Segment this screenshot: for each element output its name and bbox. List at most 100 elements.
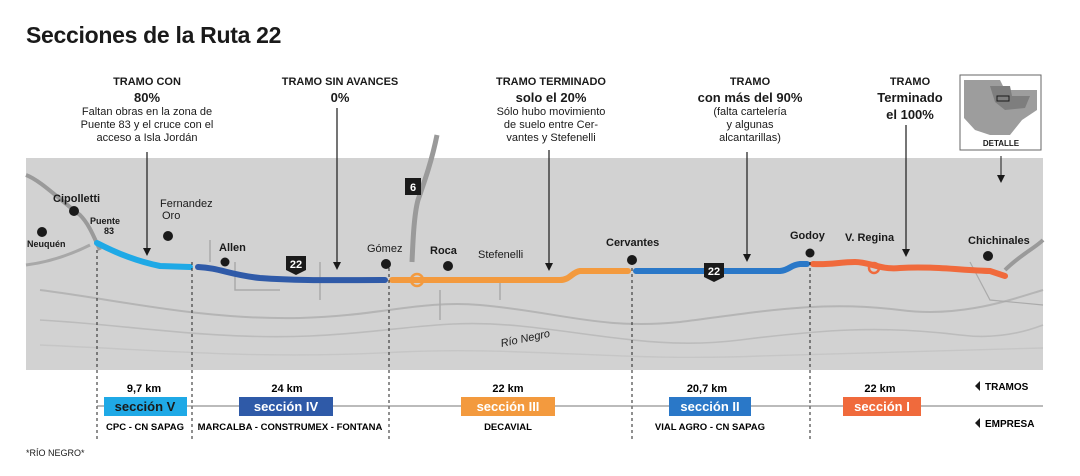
- label-cervantes: Cervantes: [606, 237, 659, 249]
- river-line: [39, 289, 1044, 325]
- highway-6: [409, 134, 440, 263]
- annotation-line: alcantarillas): [719, 132, 781, 144]
- section-v-company: CPC - CN SAPAG: [106, 422, 184, 433]
- annotation-percent: 0%: [330, 90, 350, 105]
- label-roca: Roca: [430, 245, 458, 257]
- secondary-road: [969, 261, 1044, 306]
- section-iii-company: DECAVIAL: [484, 422, 532, 433]
- route-section-i: [810, 258, 1008, 279]
- highway-shield-6: 6: [405, 178, 421, 195]
- section-iv-label: sección IV: [254, 399, 319, 414]
- river-line: [39, 319, 1044, 344]
- route-section-v: [94, 240, 193, 270]
- section-i-km: 22 km: [864, 383, 895, 395]
- label-chichinales: Chichinales: [968, 235, 1030, 247]
- detail-inset: DETALLE: [959, 74, 1042, 183]
- dot-fernandez-oro: [163, 231, 173, 241]
- dot-cipolletti: [69, 206, 79, 216]
- annotation-header: TRAMO CON: [113, 76, 181, 88]
- legend-tramos-arrow: [975, 381, 980, 391]
- legend-empresa-arrow: [975, 418, 980, 428]
- section-i-badge: [843, 397, 921, 416]
- route-shield-22: 22: [704, 263, 724, 282]
- section-table: 9,7 km 24 km 22 km 20,7 km 22 km sección…: [104, 381, 1034, 433]
- section-iii-label: sección III: [477, 399, 540, 414]
- section-iv-badge: [239, 397, 333, 416]
- secondary-road: [25, 243, 91, 267]
- legend-tramos: TRAMOS: [985, 382, 1029, 393]
- annotation-percent: con más del 90%: [697, 90, 803, 105]
- secondary-road: [1003, 238, 1045, 272]
- annotation-line: Puente 83 y el cruce con el: [80, 119, 214, 131]
- annotation-header: TRAMO TERMINADO: [496, 76, 606, 88]
- dot-chichinales: [983, 251, 993, 261]
- label-stefenelli: Stefenelli: [478, 249, 523, 261]
- river-line: [39, 344, 1044, 359]
- annotation-line: y algunas: [726, 119, 774, 131]
- dot-godoy: [805, 248, 815, 258]
- page-title: Secciones de la Ruta 22: [26, 22, 282, 48]
- dot-neuquen: [37, 227, 47, 237]
- annotation-section-ii: TRAMO con más del 90% (falta cartelería …: [650, 76, 850, 145]
- dot-roca: [443, 261, 453, 271]
- section-ii-company: VIAL AGRO - CN SAPAG: [655, 422, 765, 433]
- annotation-header: TRAMO: [889, 76, 931, 88]
- route-section-iv: [195, 264, 388, 284]
- label-puente-83-num: 83: [104, 226, 114, 236]
- annotation-percent: solo el 20%: [515, 90, 587, 105]
- svg-text:22: 22: [708, 266, 720, 278]
- annotation-line: acceso a Isla Jordán: [96, 132, 198, 144]
- annotation-line: vantes y Stefenelli: [506, 132, 596, 144]
- section-ii-km: 20,7 km: [687, 383, 728, 395]
- label-allen: Allen: [219, 242, 246, 254]
- detail-label: DETALLE: [983, 139, 1020, 148]
- annotation-section-i: TRAMO Terminado el 100%: [810, 76, 1010, 123]
- annotation-line: (falta cartelería: [713, 106, 787, 118]
- section-i-label: sección I: [854, 399, 910, 414]
- footnote: *RÍO NEGRO*: [26, 448, 85, 458]
- interchange-marker: [867, 261, 881, 275]
- section-iii-km: 22 km: [492, 383, 523, 395]
- town-dots: [37, 206, 993, 271]
- annotation-percent: Terminado: [877, 90, 943, 105]
- annotation-percent: 80%: [133, 90, 161, 105]
- svg-text:22: 22: [290, 259, 302, 271]
- section-v-km: 9,7 km: [127, 383, 161, 395]
- label-fernandez-oro: Fernandez: [160, 198, 213, 210]
- annotation-percent-2: el 100%: [886, 107, 934, 122]
- route-shield-22: 22: [286, 256, 306, 275]
- annotation-section-v: TRAMO CON 80% Faltan obras en la zona de…: [47, 76, 247, 145]
- annotation-header: TRAMO: [729, 76, 771, 88]
- section-v-label: sección V: [115, 399, 176, 414]
- annotation-section-iii: TRAMO TERMINADO solo el 20% Sólo hubo mo…: [451, 76, 651, 145]
- section-iv-km: 24 km: [271, 383, 302, 395]
- section-ii-badge: [669, 397, 751, 416]
- annotation-line: de suelo entre Cer-: [503, 119, 599, 131]
- section-dividers: [96, 250, 811, 440]
- annotation-section-iv: TRAMO SIN AVANCES 0%: [240, 76, 440, 106]
- section-v-badge: [104, 397, 187, 416]
- label-puente-83: Puente: [90, 216, 120, 226]
- label-gomez: Gómez: [367, 243, 402, 255]
- dot-gomez: [381, 259, 391, 269]
- label-cipolletti: Cipolletti: [53, 193, 100, 205]
- label-godoy: Godoy: [790, 230, 826, 242]
- callout-arrows: [143, 108, 910, 271]
- label-neuquen: Neuquén: [27, 239, 66, 249]
- label-fernandez-oro-2: Oro: [162, 210, 180, 222]
- secondary-road: [25, 173, 102, 251]
- svg-text:6: 6: [410, 182, 416, 194]
- route-section-iii: [389, 268, 631, 283]
- route-section-ii: [633, 261, 810, 274]
- annotation-line: Sólo hubo movimiento: [496, 106, 606, 118]
- annotation-line: Faltan obras en la zona de: [81, 106, 213, 118]
- section-iv-company: MARCALBA - CONSTRUMEX - FONTANA: [198, 422, 383, 433]
- annotation-header: TRAMO SIN AVANCES: [281, 76, 399, 88]
- legend-empresa: EMPRESA: [985, 419, 1034, 430]
- dot-cervantes: [627, 255, 637, 265]
- section-ii-label: sección II: [680, 399, 739, 414]
- interchange-marker: [409, 272, 425, 288]
- label-v-regina: V. Regina: [845, 232, 895, 244]
- section-iii-badge: [461, 397, 555, 416]
